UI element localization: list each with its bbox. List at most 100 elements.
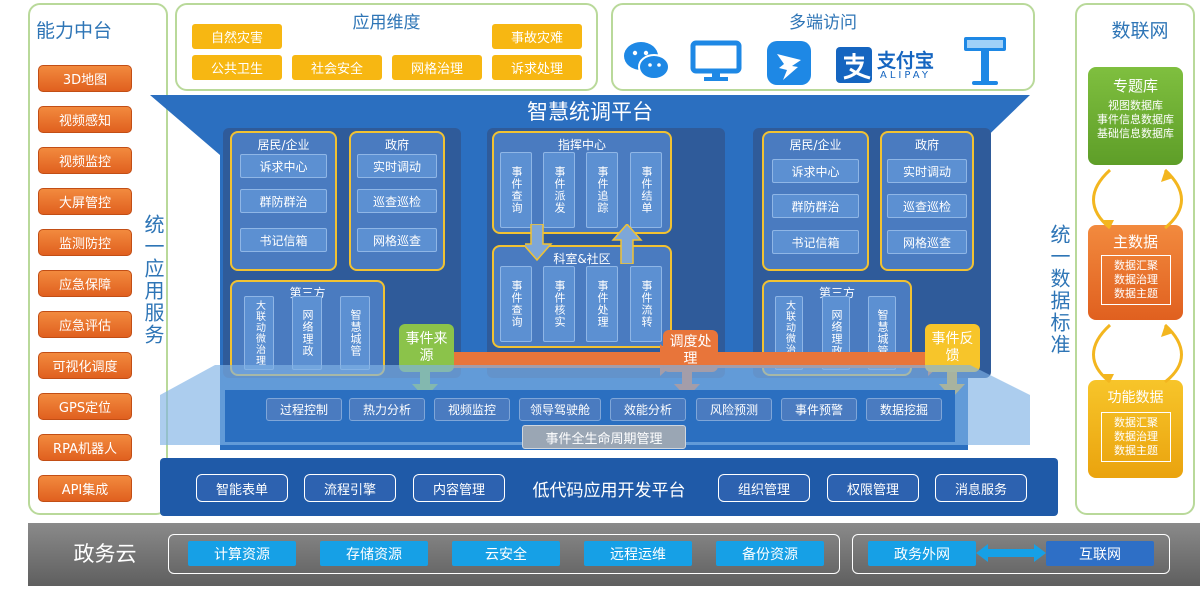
feedback-node: 事件反馈 bbox=[925, 324, 980, 372]
function-item: 数据主题 bbox=[1114, 444, 1158, 457]
capability-item: 应急保障 bbox=[38, 270, 132, 297]
lowcode-process-engine: 流程引擎 bbox=[304, 474, 396, 502]
command-item: 事件派发 bbox=[543, 152, 575, 228]
capability-item: 应急评估 bbox=[38, 311, 132, 338]
cloud-remote-ops: 远程运维 bbox=[584, 541, 692, 566]
event-source-node: 事件来源 bbox=[399, 324, 454, 372]
capability-item: 监测防控 bbox=[38, 229, 132, 256]
command-item: 事件追踪 bbox=[586, 152, 618, 228]
command-center-title: 指挥中心 bbox=[557, 138, 606, 152]
access-title: 多端访问 bbox=[789, 13, 857, 33]
lowcode-message-service: 消息服务 bbox=[935, 474, 1027, 502]
right-grid-patrol: 网格巡查 bbox=[887, 230, 967, 254]
dept-item: 事件流转 bbox=[630, 266, 662, 342]
data-network-title: 数联网 bbox=[1111, 20, 1169, 42]
lifecycle-label: 事件全生命周期管理 bbox=[522, 425, 686, 449]
capability-item: GPS定位 bbox=[38, 393, 132, 420]
lifecycle-tool-item: 领导驾驶舱 bbox=[519, 398, 601, 421]
master-data: 主数据 数据汇聚 数据治理 数据主题 bbox=[1088, 225, 1183, 320]
lowcode-permission-mgmt: 权限管理 bbox=[827, 474, 919, 502]
kiosk-icon bbox=[964, 37, 1006, 85]
network-frame bbox=[852, 534, 1170, 574]
internet: 互联网 bbox=[1046, 541, 1154, 566]
dept-item: 事件处理 bbox=[586, 266, 618, 342]
left-grid-patrol: 网格巡查 bbox=[357, 228, 437, 252]
right-secretary-mailbox: 书记信箱 bbox=[772, 230, 859, 254]
right-gov-title: 政府 bbox=[914, 138, 939, 152]
right-resident-title: 居民/企业 bbox=[789, 138, 842, 152]
left-appeal-center: 诉求中心 bbox=[240, 154, 327, 178]
master-item: 数据汇聚 bbox=[1114, 259, 1158, 272]
topic-library: 专题库 视图数据库 事件信息数据库 基础信息数据库 bbox=[1088, 67, 1183, 165]
alipay-name: 支付宝 bbox=[877, 50, 935, 72]
left-resident-title: 居民/企业 bbox=[257, 138, 310, 152]
dimension-title: 应用维度 bbox=[352, 13, 421, 33]
function-item: 数据汇聚 bbox=[1114, 416, 1158, 429]
master-item: 数据主题 bbox=[1114, 287, 1158, 300]
tag-appeal-handling: 诉求处理 bbox=[492, 55, 582, 80]
lifecycle-tool-item: 效能分析 bbox=[610, 398, 686, 421]
capability-item: 视频感知 bbox=[38, 106, 132, 133]
gov-cloud-title: 政务云 bbox=[73, 542, 137, 566]
topic-item: 基础信息数据库 bbox=[1097, 127, 1174, 140]
data-cycle-arrows bbox=[1092, 168, 1183, 384]
left-patrol-inspection: 巡查巡检 bbox=[357, 189, 437, 213]
lifecycle-tool-item: 数据挖掘 bbox=[866, 398, 942, 421]
lifecycle-tool-item: 风险预测 bbox=[696, 398, 772, 421]
right-patrol-inspection: 巡查巡检 bbox=[887, 194, 967, 218]
master-data-items: 数据汇聚 数据治理 数据主题 bbox=[1101, 255, 1171, 305]
dingtalk-icon bbox=[767, 41, 811, 85]
capability-item: API集成 bbox=[38, 475, 132, 502]
lowcode-title: 低代码应用开发平台 bbox=[532, 481, 686, 501]
right-mass-defense: 群防群治 bbox=[772, 194, 859, 218]
lowcode-org-mgmt: 组织管理 bbox=[718, 474, 810, 502]
left-realtime-dispatch: 实时调动 bbox=[357, 154, 437, 178]
capability-item: RPA机器人 bbox=[38, 434, 132, 461]
capability-item: 可视化调度 bbox=[38, 352, 132, 379]
gov-extranet: 政务外网 bbox=[868, 541, 976, 566]
lowcode-smart-form: 智能表单 bbox=[196, 474, 288, 502]
master-data-title: 主数据 bbox=[1112, 233, 1158, 251]
alipay-en: ALIPAY bbox=[880, 70, 931, 81]
dept-item: 事件查询 bbox=[500, 266, 532, 342]
left-gov-title: 政府 bbox=[384, 138, 409, 152]
up-down-arrows bbox=[525, 224, 643, 264]
dept-item: 事件核实 bbox=[543, 266, 575, 342]
command-item: 事件查询 bbox=[500, 152, 532, 228]
desktop-icon bbox=[690, 40, 742, 81]
capability-item: 大屏管控 bbox=[38, 188, 132, 215]
master-item: 数据治理 bbox=[1114, 273, 1158, 286]
topic-item: 视图数据库 bbox=[1108, 99, 1163, 112]
left-third-item: 网络理政 bbox=[292, 296, 322, 370]
tag-social-security: 社会安全 bbox=[292, 55, 382, 80]
topic-library-title: 专题库 bbox=[1112, 77, 1158, 95]
command-item: 事件结单 bbox=[630, 152, 662, 228]
lifecycle-tool-item: 过程控制 bbox=[266, 398, 342, 421]
cloud-security: 云安全 bbox=[452, 541, 560, 566]
right-realtime-dispatch: 实时调动 bbox=[887, 159, 967, 183]
tag-public-health: 公共卫生 bbox=[192, 55, 282, 80]
left-secretary-mailbox: 书记信箱 bbox=[240, 228, 327, 252]
bidirectional-arrow-icon bbox=[976, 544, 1046, 562]
cloud-compute: 计算资源 bbox=[188, 541, 296, 566]
capability-item: 3D地图 bbox=[38, 65, 132, 92]
lowcode-content-mgmt: 内容管理 bbox=[413, 474, 505, 502]
function-data: 功能数据 数据汇聚 数据治理 数据主题 bbox=[1088, 380, 1183, 478]
function-data-title: 功能数据 bbox=[1107, 390, 1164, 406]
capability-title: 能力中台 bbox=[35, 20, 112, 42]
right-appeal-center: 诉求中心 bbox=[772, 159, 859, 183]
tag-grid-governance: 网格治理 bbox=[392, 55, 482, 80]
dept-community-title: 科室&社区 bbox=[553, 252, 611, 266]
lifecycle-tool-item: 视频监控 bbox=[434, 398, 510, 421]
lifecycle-tool-item: 热力分析 bbox=[349, 398, 425, 421]
function-item: 数据治理 bbox=[1114, 430, 1158, 443]
left-third-item: 大联动微治理 bbox=[244, 296, 274, 370]
topic-item: 事件信息数据库 bbox=[1097, 113, 1174, 126]
unified-data-standard-label: 统一数据标准 bbox=[1047, 224, 1071, 356]
left-mass-defense: 群防群治 bbox=[240, 189, 327, 213]
cloud-storage: 存储资源 bbox=[320, 541, 428, 566]
wechat-icon bbox=[624, 42, 670, 80]
cloud-resources-frame bbox=[168, 534, 840, 574]
alipay-icon bbox=[836, 47, 872, 83]
